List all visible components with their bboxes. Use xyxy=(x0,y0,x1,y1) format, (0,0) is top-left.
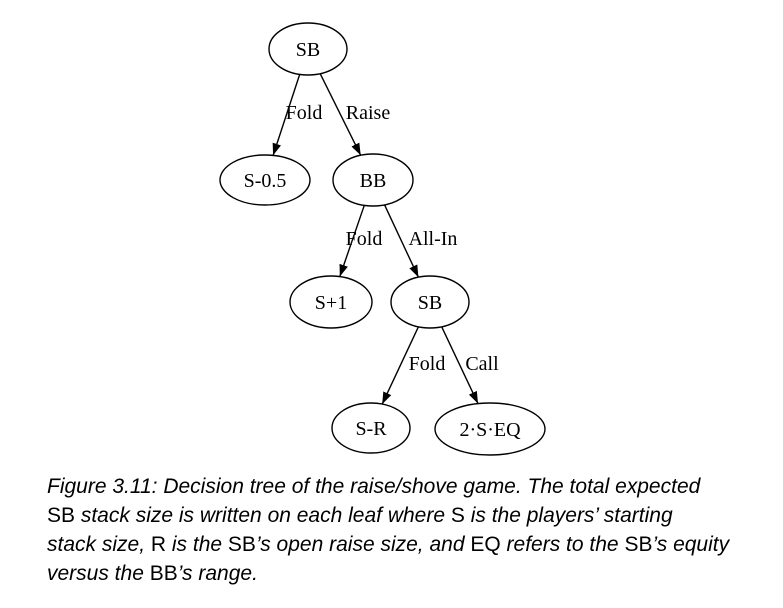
node-label-bb: BB xyxy=(360,170,387,192)
node-label-sb-2: SB xyxy=(418,292,442,314)
caption-segment: BB xyxy=(149,562,178,585)
node-ellipse-bb xyxy=(332,153,414,207)
node-ellipse-sb-fold-leaf xyxy=(331,402,411,454)
tree-edges xyxy=(272,73,479,405)
node-fold-leaf: S-0.5 xyxy=(219,154,311,206)
edge-label-fold-3: Fold xyxy=(409,353,446,375)
node-label-call-leaf: 2·S·EQ xyxy=(459,419,521,441)
caption-segment: SB xyxy=(227,533,256,556)
caption-segment: stack size is written on each leaf where xyxy=(75,504,451,527)
caption-segment: SB xyxy=(47,504,76,527)
node-ellipse-sb-2 xyxy=(390,275,470,329)
caption-segment: ’s equity xyxy=(652,533,730,556)
edge-label-allin: All-In xyxy=(409,228,458,250)
caption-segment: SB xyxy=(624,533,653,556)
node-ellipse-sb-root xyxy=(268,22,348,76)
caption-segment: refers to the xyxy=(500,533,625,556)
edge-bb-allin xyxy=(383,204,420,278)
node-ellipse-bb-fold-leaf xyxy=(289,275,373,329)
node-sb-root: SB xyxy=(268,22,348,76)
node-label-sb-root: SB xyxy=(296,39,320,61)
edge-sb2-fold xyxy=(381,326,420,405)
node-sb-fold-leaf: S-R xyxy=(331,402,411,454)
caption-line-2: SB stack size is written on each leaf wh… xyxy=(47,501,753,530)
caption-segment: ’s range. xyxy=(177,562,258,585)
decision-tree-diagram: Fold Raise Fold All-In Fold Call SB S-0.… xyxy=(219,22,546,456)
node-ellipse-call-leaf xyxy=(434,402,546,456)
caption-line-1: Figure 3.11: Decision tree of the raise/… xyxy=(47,472,753,501)
node-call-leaf: 2·S·EQ xyxy=(434,402,546,456)
node-sb-2: SB xyxy=(390,275,470,329)
caption-line-3: stack size, R is the SB’s open raise siz… xyxy=(47,530,753,559)
edge-label-raise: Raise xyxy=(346,102,391,124)
node-label-sb-fold-leaf: S-R xyxy=(355,418,387,440)
caption-segment: EQ xyxy=(470,533,501,556)
edge-sb2-call xyxy=(441,326,479,404)
node-ellipse-fold-leaf xyxy=(219,154,311,206)
caption-segment: is the players’ starting xyxy=(464,504,673,527)
caption-segment: stack size, xyxy=(47,533,151,556)
caption-segment: ’s open raise size, and xyxy=(255,533,471,556)
node-bb-fold-leaf: S+1 xyxy=(289,275,373,329)
edge-label-fold-1: Fold xyxy=(286,102,323,124)
caption-segment: Figure 3.11: Decision tree of the raise/… xyxy=(47,475,701,498)
node-label-fold-leaf: S-0.5 xyxy=(244,170,287,192)
node-bb: BB xyxy=(332,153,414,207)
caption-line-4: versus the BB’s range. xyxy=(47,559,753,588)
tree-nodes: SB S-0.5 BB S+1 SB S-R xyxy=(219,22,546,456)
edge-label-fold-2: Fold xyxy=(346,228,383,250)
tree-edge-labels: Fold Raise Fold All-In Fold Call xyxy=(286,102,499,375)
edge-label-call: Call xyxy=(465,353,499,375)
node-label-bb-fold-leaf: S+1 xyxy=(315,292,347,314)
edge-root-fold xyxy=(272,74,301,156)
caption-segment: R xyxy=(150,533,167,556)
caption-segment: S xyxy=(450,504,465,527)
figure-caption: Figure 3.11: Decision tree of the raise/… xyxy=(47,472,753,588)
edge-root-raise xyxy=(319,73,362,156)
edge-bb-fold xyxy=(339,205,365,277)
caption-segment: versus the xyxy=(47,562,150,585)
caption-segment: is the xyxy=(166,533,228,556)
